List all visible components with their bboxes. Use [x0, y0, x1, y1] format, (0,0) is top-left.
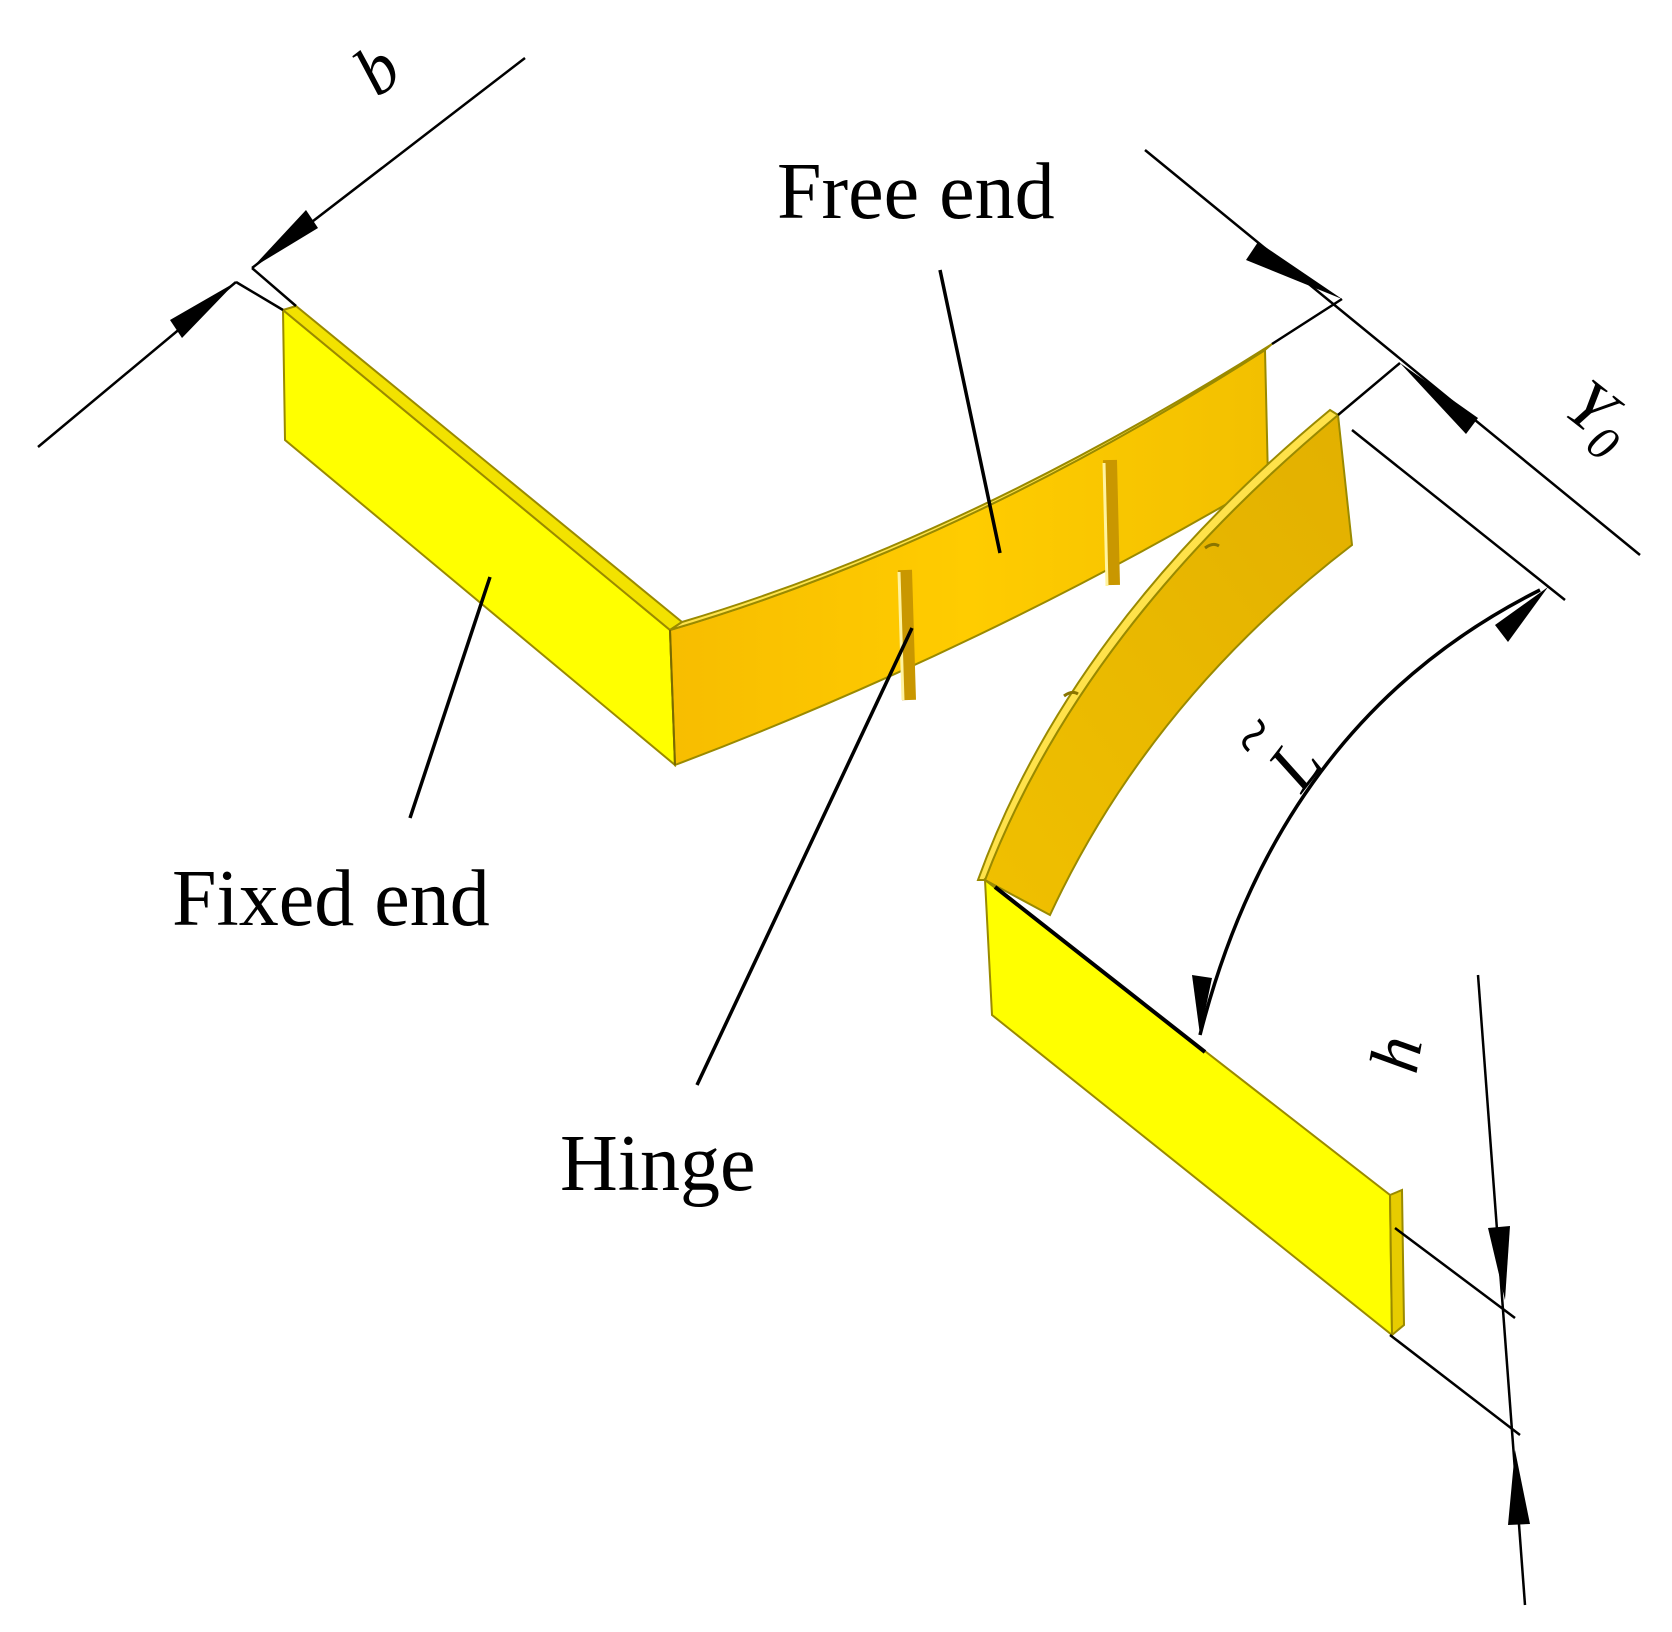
- lower-notch-2: [1063, 690, 1079, 698]
- dimension-b: b: [37, 29, 526, 448]
- hinge-leader: [695, 627, 914, 1086]
- free-end-label: Free end: [777, 148, 1055, 236]
- lower-notch-1: [1204, 542, 1220, 550]
- lower-plate-end-face: [1388, 1188, 1406, 1338]
- dim-y0-label: Y0: [1546, 365, 1649, 472]
- dim-h-label: h: [1356, 1030, 1438, 1078]
- free-end-leader: [938, 269, 1002, 554]
- corner-joint-line: [669, 629, 676, 766]
- upper-left-beam: [280, 304, 1273, 768]
- fixed-end-plate: [281, 307, 677, 768]
- lower-joint-line: [993, 885, 1207, 1054]
- dim-b-label: b: [340, 29, 415, 111]
- fixed-end-leader: [408, 576, 492, 819]
- lower-curved-top-edge: [976, 408, 1340, 881]
- lower-straight-plate: [983, 877, 1394, 1338]
- hinge-label: Hinge: [560, 1120, 756, 1208]
- fixed-end-label: Fixed end: [172, 855, 490, 943]
